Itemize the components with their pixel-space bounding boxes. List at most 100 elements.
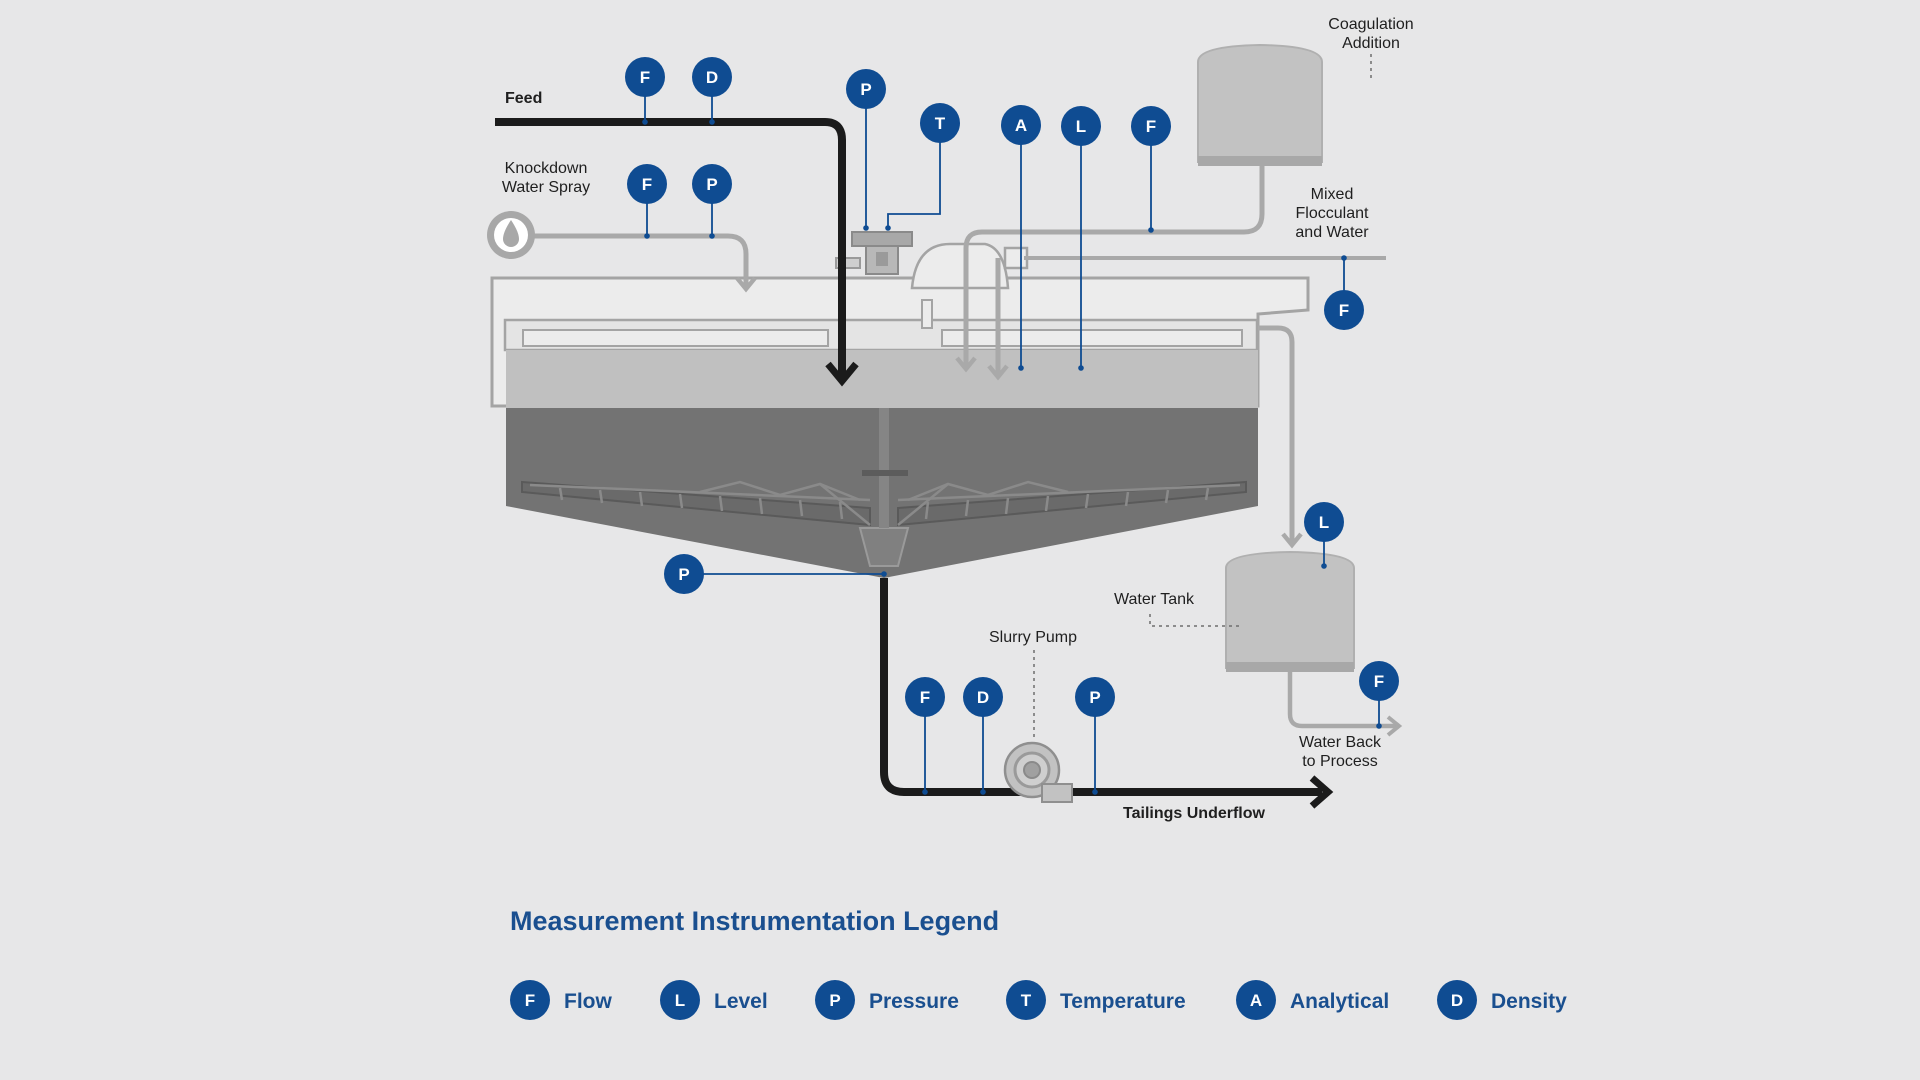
legend-title: Measurement Instrumentation Legend: [510, 906, 999, 936]
drive-top: [851, 231, 913, 247]
label-mixed-line1: Mixed: [1311, 186, 1354, 203]
legend-label: Density: [1491, 990, 1567, 1013]
coagulant-tank-base: [1198, 156, 1322, 166]
feed-arrow: [825, 361, 859, 387]
floc-arrow: [987, 364, 1009, 381]
slurry-pump-icon: [1003, 741, 1073, 803]
badge-letter: P: [860, 80, 871, 99]
legend-label: Temperature: [1060, 990, 1186, 1013]
badge-letter: D: [977, 688, 989, 707]
label-slurry-pump: Slurry Pump: [989, 629, 1077, 646]
badge-letter: F: [1339, 301, 1349, 320]
badge-letter: F: [642, 175, 652, 194]
badge-letter: D: [706, 68, 718, 87]
label-water-back-line1: Water Back: [1299, 734, 1382, 751]
label-tailings-underflow: Tailings Underflow: [1123, 805, 1265, 822]
tailings-arrow: [1309, 775, 1334, 809]
legend-label: Pressure: [869, 990, 959, 1013]
label-feed: Feed: [505, 90, 542, 107]
water-tank-base: [1226, 662, 1354, 672]
legend-item-pressure: P Pressure: [815, 980, 959, 1020]
badge-letter: P: [678, 565, 689, 584]
clear-water-zone: [506, 350, 1258, 408]
instrument-badge-coag-flow: F: [1131, 106, 1171, 146]
coagulant-tank: [1197, 43, 1323, 166]
legend-item-flow: F Flow: [510, 980, 612, 1020]
badge-letter: P: [1089, 688, 1100, 707]
shaft-collar: [862, 470, 908, 476]
launder-left-channel: [522, 329, 829, 347]
center-cone: [858, 527, 910, 567]
coag-pipe: [963, 166, 1265, 366]
water-return-arrow: [1386, 715, 1403, 737]
legend-label: Level: [714, 990, 768, 1013]
spray-arrow: [735, 276, 757, 293]
water-drop-icon: [487, 211, 535, 259]
label-coagulation-line2: Addition: [1342, 35, 1400, 52]
bridge-post: [921, 299, 933, 329]
instrument-badge-water-return-flow: F: [1359, 661, 1399, 701]
instrument-taps: [642, 119, 1382, 795]
legend-badge-letter: A: [1250, 991, 1262, 1010]
label-coagulation-line1: Coagulation: [1328, 16, 1413, 33]
instrument-badge-tailings-flow: F: [905, 677, 945, 717]
badge-letter: F: [1374, 672, 1384, 691]
spray-pipe: [530, 233, 749, 286]
legend-badge-letter: L: [675, 991, 685, 1010]
legend-badge-letter: F: [525, 991, 535, 1010]
feed-pipe: [495, 118, 846, 378]
overflow-pipe: [1258, 325, 1295, 542]
legend-item-analytical: A Analytical: [1236, 980, 1389, 1020]
instrument-badge-underflow-pressure: P: [664, 554, 704, 594]
badge-letter: A: [1015, 116, 1027, 135]
label-knockdown-line1: Knockdown: [505, 160, 588, 177]
rake-truss: [529, 480, 1241, 526]
dotted-leaders: [1033, 54, 1372, 740]
instrument-badge-floc-flow: F: [1324, 290, 1364, 330]
legend-item-temperature: T Temperature: [1006, 980, 1186, 1020]
instrument-badge-pump-pressure: P: [1075, 677, 1115, 717]
launder-right-channel: [941, 329, 1243, 347]
label-knockdown-line2: Water Spray: [502, 179, 590, 196]
instrument-badge-drive-pressure: P: [846, 69, 886, 109]
label-mixed-line3: and Water: [1295, 224, 1369, 241]
label-mixed-line2: Flocculant: [1296, 205, 1369, 222]
drive-window: [876, 252, 888, 266]
badge-letter: L: [1076, 117, 1086, 136]
water-tank: [1225, 550, 1355, 672]
feed-well: [910, 242, 1010, 290]
legend: Measurement Instrumentation Legend F Flo…: [510, 906, 1567, 1020]
badge-letter: F: [1146, 117, 1156, 136]
instrument-badge-feed-flow: F: [625, 57, 665, 97]
drive-shaft: [879, 408, 889, 528]
coag-arrow: [955, 356, 977, 373]
drive-bracket: [835, 257, 861, 269]
legend-badge-letter: T: [1021, 991, 1032, 1010]
legend-badge-letter: P: [829, 991, 840, 1010]
label-water-back-line2: to Process: [1302, 753, 1378, 770]
instrument-badge-tank-level: L: [1061, 106, 1101, 146]
tailings-pipe: [880, 578, 1322, 796]
badge-letter: F: [640, 68, 650, 87]
instrument-badge-water-tank-level: L: [1304, 502, 1344, 542]
badge-letter: P: [706, 175, 717, 194]
instrument-badge-spray-flow: F: [627, 164, 667, 204]
overflow-arrow: [1281, 532, 1303, 549]
legend-label: Flow: [564, 990, 612, 1013]
instrument-badge-tank-analytical: A: [1001, 105, 1041, 145]
badge-letter: T: [935, 114, 946, 133]
instrument-badge-tailings-density: D: [963, 677, 1003, 717]
instrument-badge-spray-pressure: P: [692, 164, 732, 204]
label-water-tank: Water Tank: [1114, 591, 1195, 608]
legend-badge-letter: D: [1451, 991, 1463, 1010]
legend-label: Analytical: [1290, 990, 1389, 1013]
water-return-pipe: [1287, 672, 1396, 729]
instrument-badge-drive-temperature: T: [920, 103, 960, 143]
legend-item-level: L Level: [660, 980, 768, 1020]
floc-inlet-box: [1003, 246, 1029, 270]
legend-item-density: D Density: [1437, 980, 1567, 1020]
badge-letter: F: [920, 688, 930, 707]
pipes: [495, 118, 1403, 809]
